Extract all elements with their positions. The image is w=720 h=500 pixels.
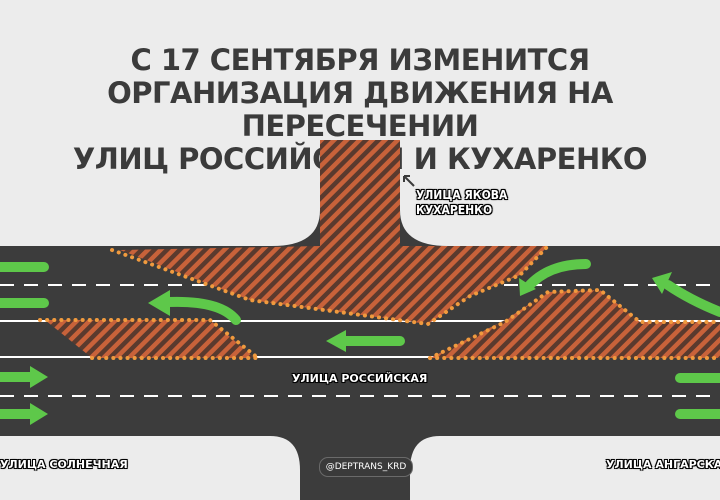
hatched-zone-east <box>430 290 720 358</box>
road-corner <box>270 436 300 470</box>
road-corner <box>400 210 448 246</box>
green-arrow-icon <box>0 262 49 425</box>
label-solnechnaya: УЛИЦА СОЛНЕЧНАЯ <box>0 458 128 471</box>
green-arrow-icon <box>519 259 591 296</box>
hatched-zone-north <box>120 140 548 324</box>
road-corner <box>410 436 440 470</box>
green-arrow-icon <box>148 290 241 325</box>
watermark: @DEPTRANS_KRD <box>319 457 413 477</box>
road-corner <box>272 210 320 246</box>
label-angarskaya: УЛИЦА АНГАРСКАЯ <box>606 458 720 471</box>
hatched-zone-west <box>45 320 255 358</box>
green-arrow-icon <box>652 272 720 317</box>
green-arrow-icon <box>675 373 720 419</box>
title-line-2: ОРГАНИЗАЦИЯ ДВИЖЕНИЯ НА ПЕРЕСЕЧЕНИИ <box>107 76 613 143</box>
label-kuharenko-line-1: УЛИЦА ЯКОВА <box>416 188 508 202</box>
label-kuharenko-line-2: КУХАРЕНКО <box>416 203 493 217</box>
dotted-border <box>38 244 720 360</box>
green-arrow-icon <box>326 330 405 352</box>
title-line-1: С 17 СЕНТЯБРЯ ИЗМЕНИТСЯ <box>130 43 590 77</box>
label-rossiyskaya: УЛИЦА РОССИЙСКАЯ <box>292 372 428 385</box>
arrow-up-left-icon <box>403 175 415 187</box>
